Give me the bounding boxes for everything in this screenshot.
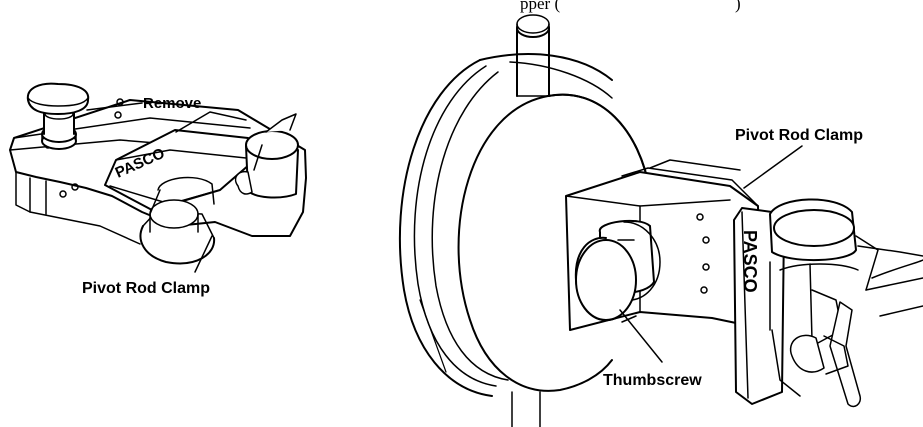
- remove-leader: [86, 102, 143, 111]
- left-clamp-label: Pivot Rod Clamp: [82, 280, 210, 297]
- left-wing-nut: [234, 113, 299, 199]
- right-thumbscrew: [574, 219, 661, 323]
- thumbscrew-label: Thumbscrew: [603, 372, 702, 389]
- left-clamp-illustration: PASCO Remove Pivot Rod Clamp: [9, 82, 307, 297]
- lower-rod: [511, 391, 541, 427]
- left-clamp-ring: [139, 176, 216, 265]
- right-clamp-leader: [743, 145, 803, 189]
- right-clamp-label: Pivot Rod Clamp: [735, 127, 863, 144]
- left-knob: [26, 82, 90, 150]
- right-clamp-rings: [769, 198, 923, 408]
- right-brand-text: PASCO: [740, 230, 760, 293]
- remove-label: Remove: [143, 95, 201, 112]
- right-pendulum-illustration: PASCO Pi: [398, 14, 923, 427]
- left-clamp-leader: [194, 235, 213, 273]
- caption-tail: ): [735, 0, 741, 13]
- right-pasco-plate: PASCO: [733, 207, 785, 405]
- caption-fragment: pper (: [520, 0, 560, 13]
- thumbscrew-leader: [619, 309, 663, 363]
- top-rod: [516, 14, 550, 97]
